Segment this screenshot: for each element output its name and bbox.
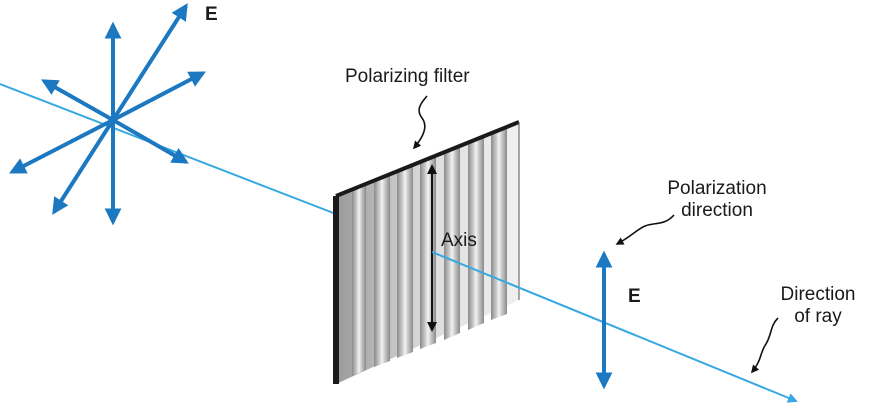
- squiggle-leader-icon: [750, 317, 779, 374]
- squiggle-leader-icon: [615, 214, 675, 245]
- incoming-ray: [0, 83, 337, 215]
- outgoing-ray: [431, 251, 798, 403]
- polarization-direction-line1: Polarization: [667, 178, 767, 199]
- polarizing-filter-label: Polarizing filter: [345, 66, 470, 87]
- direction-of-ray-label: Direction of ray: [770, 284, 866, 328]
- polarization-direction-label: Polarization direction: [652, 178, 782, 222]
- filter-stripes: [352, 127, 507, 376]
- direction-of-ray-line1: Direction: [780, 284, 856, 305]
- axis-label: Axis: [441, 230, 477, 251]
- e-field-label-polarized: E: [628, 286, 641, 307]
- e-field-label-unpolarized: E: [205, 4, 218, 25]
- starburst-arrows-icon: [9, 3, 206, 226]
- polarizing-filter: [333, 120, 520, 384]
- polarization-direction-line2: direction: [681, 200, 753, 221]
- direction-of-ray-line2: of ray: [794, 306, 842, 327]
- squiggle-leader-icon: [412, 95, 428, 150]
